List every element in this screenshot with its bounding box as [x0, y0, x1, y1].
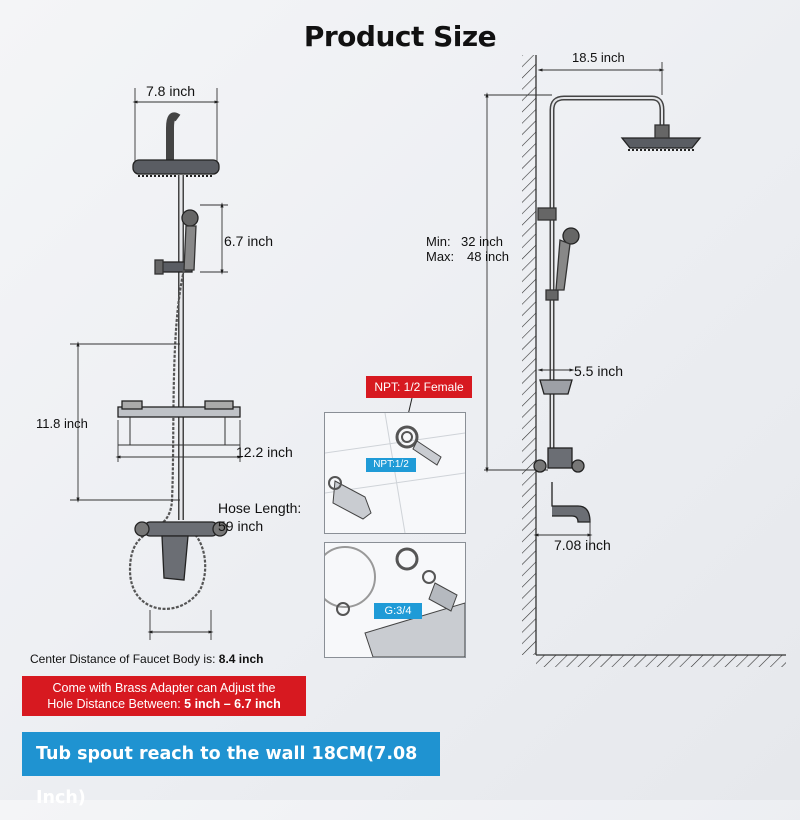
- fitting-illustration: [325, 413, 465, 533]
- adapter-range: 5 inch – 6.7 inch: [184, 697, 281, 711]
- g34-callout: G:3/4: [374, 603, 422, 619]
- npt-callout: NPT:1/2: [366, 458, 416, 472]
- valve-illustration: [325, 546, 465, 657]
- spout-reach-banner: Tub spout reach to the wall 18CM(7.08 In…: [22, 732, 440, 808]
- npt-female-callout: NPT: 1/2 Female: [366, 376, 472, 398]
- center-distance-note: Center Distance of Faucet Body is: 8.4 i…: [30, 652, 263, 666]
- head-width-label: 7.8 inch: [146, 83, 196, 99]
- min-value: 32 inch: [461, 234, 503, 249]
- left-shower-drawing: [70, 88, 243, 640]
- center-distance-label: Center Distance of Faucet Body is:: [30, 652, 216, 666]
- adapter-line-2-prefix: Hole Distance Between:: [47, 697, 181, 711]
- hose-length-value: 59 inch: [218, 518, 264, 534]
- arm-reach-label: 18.5 inch: [572, 50, 625, 65]
- adapter-line-1: Come with Brass Adapter can Adjust the: [52, 681, 276, 695]
- hose-length-label: Hose Length:: [218, 500, 302, 516]
- shelf-width-label: 12.2 inch: [236, 444, 293, 460]
- max-value: 48 inch: [467, 249, 509, 264]
- shower-diagram: [70, 55, 786, 667]
- spout-reach-label: 7.08 inch: [554, 537, 611, 553]
- right-shower-drawing: [484, 55, 786, 667]
- shelf-height-label: 11.8 inch: [36, 416, 88, 431]
- page-title: Product Size: [303, 20, 497, 53]
- max-label: Max:: [426, 249, 455, 264]
- brass-adapter-note: Come with Brass Adapter can Adjust the H…: [22, 676, 306, 716]
- min-label: Min:: [426, 234, 451, 249]
- npt-fitting-inset: [324, 412, 466, 534]
- handheld-height-label: 6.7 inch: [224, 233, 274, 249]
- soap-dish-label: 5.5 inch: [574, 363, 624, 379]
- adapter-line-2: Hole Distance Between: 5 inch – 6.7 inch: [22, 696, 306, 712]
- g34-fitting-inset: [324, 542, 466, 658]
- center-distance-value: 8.4 inch: [218, 652, 264, 666]
